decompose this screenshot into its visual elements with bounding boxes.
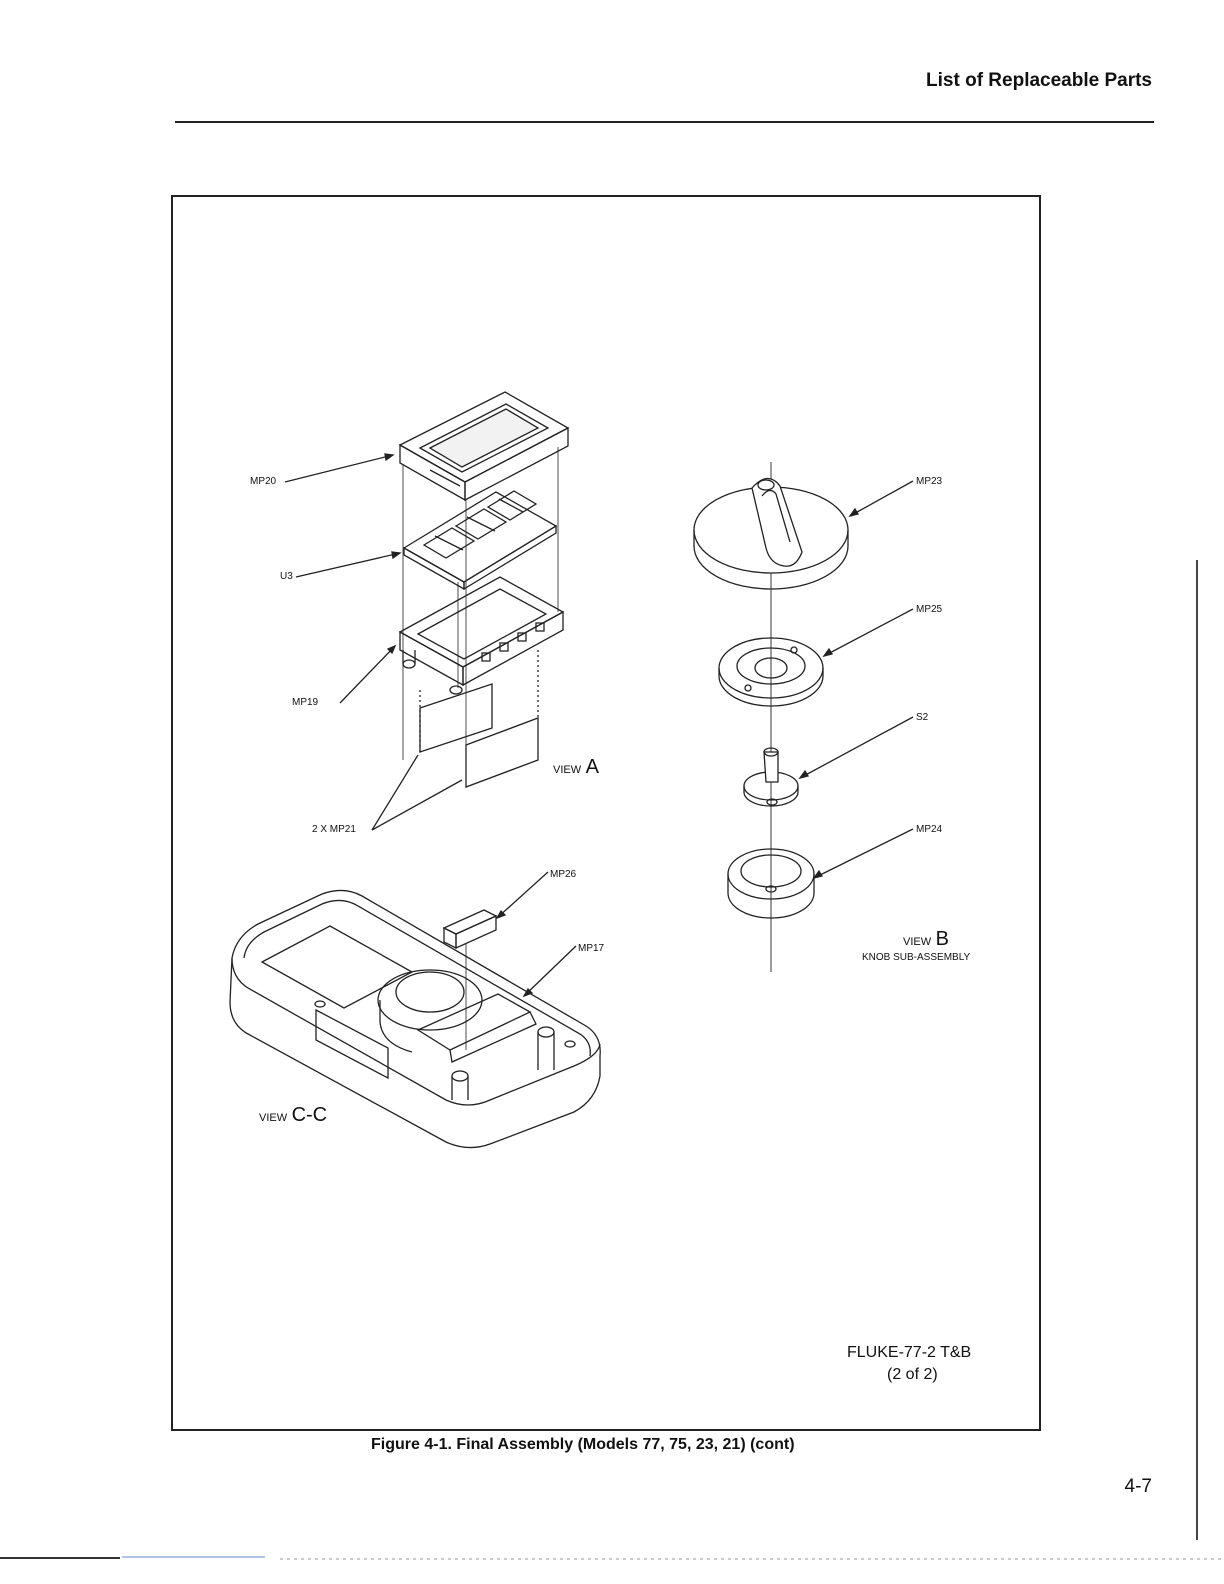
view-b-label: VIEW B [903, 928, 949, 951]
callout-mp21: 2 X MP21 [312, 824, 356, 835]
callout-mp24: MP24 [916, 824, 942, 835]
view-a-alignment-lines [403, 447, 558, 760]
view-b-subtitle: KNOB SUB-ASSEMBLY [862, 952, 970, 963]
view-a-label-letter: A [586, 756, 599, 778]
view-b-label-letter: B [936, 928, 949, 950]
mp23-part [694, 478, 848, 589]
view-c-c-label-letters: C-C [292, 1104, 328, 1126]
page-number: 4-7 [1125, 1476, 1152, 1498]
callout-u3: U3 [280, 571, 293, 582]
callout-mp23: MP23 [916, 476, 942, 487]
scan-bottom-strip [0, 1556, 1224, 1562]
view-a-label: VIEW A [553, 756, 599, 779]
callout-mp20: MP20 [250, 476, 276, 487]
view-a-label-word: VIEW [553, 764, 581, 776]
view-a-leaders [285, 454, 462, 830]
callout-mp26: MP26 [550, 869, 576, 880]
callout-mp25: MP25 [916, 604, 942, 615]
mp26-part [444, 910, 496, 948]
drawing-sheet-number: (2 of 2) [887, 1366, 938, 1384]
callout-mp19: MP19 [292, 697, 318, 708]
figure-caption: Figure 4-1. Final Assembly (Models 77, 7… [371, 1436, 795, 1454]
view-a-drawing [285, 392, 568, 830]
view-c-c-label-word: VIEW [259, 1112, 287, 1124]
drawing-reference: FLUKE-77-2 T&B [847, 1344, 971, 1362]
callout-s2: S2 [916, 712, 928, 723]
scan-edge-line [1196, 560, 1198, 1540]
view-c-c-label: VIEW C-C [259, 1104, 327, 1127]
view-b-drawing [694, 462, 913, 972]
view-b-label-word: VIEW [903, 936, 931, 948]
u3-part [404, 491, 556, 589]
mp20-part [400, 392, 568, 500]
view-c-c-leaders [497, 872, 576, 996]
callout-mp17: MP17 [578, 943, 604, 954]
